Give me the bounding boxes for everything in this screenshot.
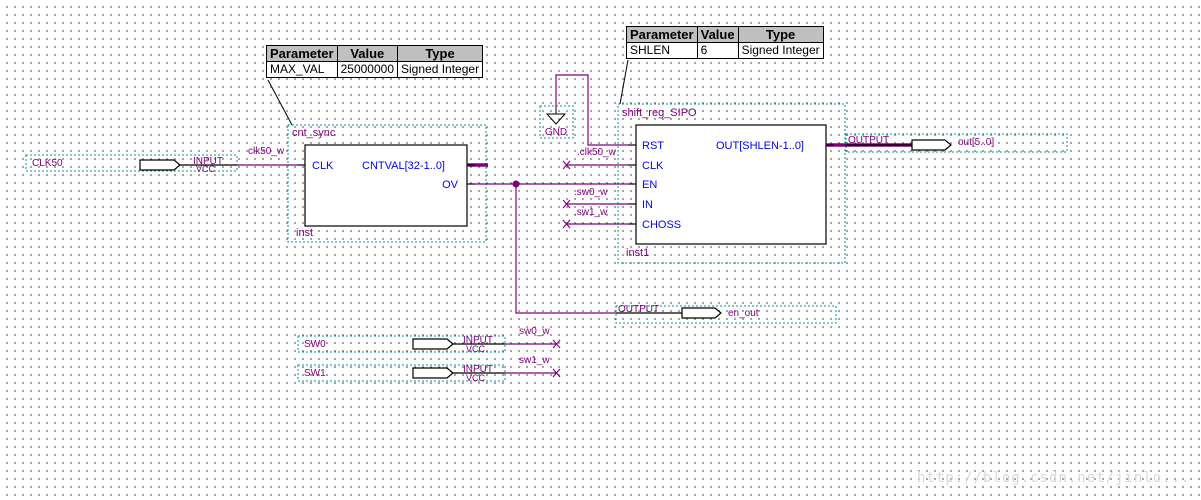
pin-type-clk50: INPUT: [193, 156, 223, 167]
x-marker-sw0: [552, 339, 561, 349]
cnt-sync-name: cnt_sync: [292, 127, 336, 139]
pin-name-en-out: en_out: [728, 308, 759, 319]
pin-frame-sw1: [297, 364, 506, 382]
shift-reg-instance: inst1: [626, 247, 649, 259]
net-label-sw1-out: sw1_w: [519, 355, 550, 366]
pin-name-clk50: CLK50: [32, 158, 63, 169]
param-type: Signed Integer: [737, 42, 824, 59]
net-label-sw1-in: .sw1_w: [574, 207, 608, 218]
param-header-value: Value: [336, 45, 399, 62]
port-en: EN: [642, 179, 657, 191]
pin-shape-clk50[interactable]: [139, 159, 181, 171]
pin-shape-out[interactable]: [911, 139, 952, 151]
pin-default-clk50: VCC: [196, 164, 216, 174]
x-marker-clk: [562, 160, 571, 170]
pin-type-en-out: OUTPUT: [618, 304, 659, 315]
param-header-name: Parameter: [626, 26, 698, 43]
port-sr-clk: CLK: [642, 160, 664, 172]
pin-default-sw1: VCC: [466, 373, 486, 383]
x-marker-sw1: [552, 368, 561, 378]
pin-name-sw0: SW0: [304, 339, 326, 350]
en-out-wire[interactable]: [515, 184, 616, 314]
net-label-sw0-out: sw0_w: [519, 326, 550, 337]
watermark-text: http://blog.csdn.net/jinlo...: [917, 470, 1191, 486]
param-header-value: Value: [696, 26, 739, 43]
param-header-type: Type: [396, 45, 484, 62]
param-type: Signed Integer: [396, 61, 484, 78]
gnd-rst-wire[interactable]: [555, 74, 636, 146]
port-ov: OV: [442, 179, 459, 191]
pin-shape-en-out[interactable]: [681, 307, 722, 319]
pin-frame-out: [845, 133, 1068, 153]
pin-type-sw1: INPUT: [463, 364, 493, 375]
param-value: 25000000: [336, 61, 399, 78]
port-choss: CHOSS: [642, 219, 681, 231]
pin-type-out: OUTPUT: [848, 135, 889, 146]
x-marker-in: [562, 199, 571, 209]
pin-default-sw0: VCC: [466, 344, 486, 354]
pin-frame-en-out: [615, 305, 837, 324]
param-header-type: Type: [737, 26, 824, 43]
param-value: 6: [696, 42, 739, 59]
net-label-sw0-en: .sw0_w: [574, 187, 608, 198]
param-table-shift-reg: Parameter Value Type SHLEN 6 Signed Inte…: [626, 26, 824, 59]
cnt-sync-block[interactable]: [304, 144, 468, 227]
param-name: SHLEN: [626, 42, 698, 59]
param-table-cnt-sync: Parameter Value Type MAX_VAL 25000000 Si…: [266, 45, 484, 78]
junction-dot: [512, 180, 520, 188]
net-label-clk50-rst: .clk50_w: [577, 147, 617, 158]
pin-frame-clk50: [25, 154, 238, 172]
port-rst: RST: [642, 140, 664, 152]
cnt-sync-instance: inst: [296, 227, 313, 239]
pin-name-sw1: SW1: [304, 368, 326, 379]
port-cntval: CNTVAL[32-1..0]: [362, 160, 445, 172]
gnd-label: GND: [545, 127, 567, 138]
net-label-clk50: clk50_w: [248, 146, 285, 157]
port-in: IN: [642, 199, 653, 211]
param-name: MAX_VAL: [266, 61, 338, 78]
port-cnt-clk: CLK: [312, 160, 334, 172]
pin-name-out: out[5..0]: [958, 137, 994, 148]
param-callout-line-2: [619, 59, 629, 105]
pin-shape-sw1[interactable]: [412, 367, 454, 379]
pin-type-sw0: INPUT: [463, 335, 493, 346]
param-callout-line-1: [267, 79, 293, 126]
ground-icon: [545, 108, 567, 125]
pin-frame-sw0: [297, 335, 506, 353]
pin-shape-sw0[interactable]: [412, 338, 454, 350]
param-header-name: Parameter: [266, 45, 338, 62]
shift-reg-name: shift_reg_SIPO: [622, 107, 697, 119]
x-marker-choss: [562, 219, 571, 229]
port-out: OUT[SHLEN-1..0]: [716, 140, 804, 152]
